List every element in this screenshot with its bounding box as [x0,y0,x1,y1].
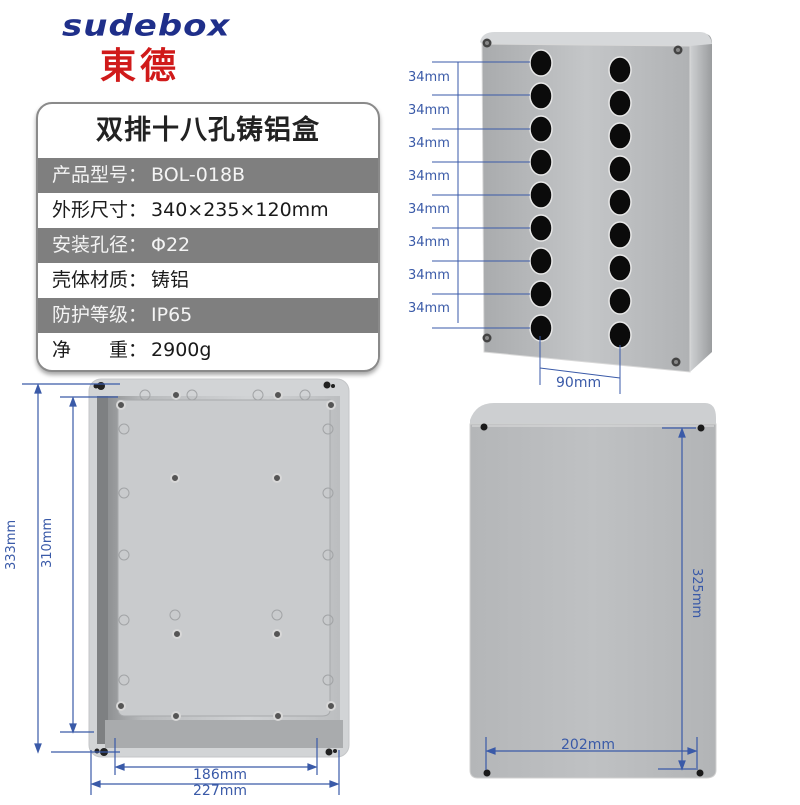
lid-view-svg [469,403,717,779]
dimension-lines [432,61,621,394]
brand-logo-en: sudebox [62,9,231,43]
spec-row-protection: 防护等级：IP65 [38,298,378,333]
hole-spacing-label: 34mm [408,70,450,85]
spec-label: 净 重： [52,339,148,361]
outer-width-label: 227mm [193,783,247,799]
hole-spacing-label: 34mm [408,202,450,217]
spec-value: 340×235×120mm [151,199,329,221]
spec-label: 壳体材质： [52,269,148,291]
mount-boss-icon [116,390,336,721]
lid-view-diagram: 325mm 202mm [460,395,740,800]
spec-row-weight: 净 重：2900g [38,333,378,368]
spec-label: 防护等级： [52,304,148,326]
inner-height-label: 310mm [40,517,55,568]
floor-marks [118,389,334,686]
hole-spacing-label: 34mm [408,235,450,250]
front-view-diagram: 34mm 34mm 34mm 34mm 34mm 34mm 34mm 34mm … [390,25,730,400]
hole-spacing-label: 34mm [408,103,450,118]
spec-row-dimensions: 外形尺寸：340×235×120mm [38,193,378,228]
spec-value: BOL-018B [151,164,246,186]
mount-width-label: 202mm [561,737,615,753]
inner-width-label: 186mm [193,767,247,783]
brand-logo-cn: 東德 [99,45,180,87]
spec-label: 外形尺寸： [52,199,148,221]
front-view-svg [432,32,712,394]
hole-column-right [608,56,632,349]
spec-label: 产品型号： [52,164,148,186]
dimension-lines [22,383,340,795]
hole-spacing-label: 34mm [408,301,450,316]
screw-hole-icon [480,423,705,777]
spec-value: Φ22 [151,234,191,256]
hole-spacing-label: 34mm [408,136,450,151]
spec-value: IP65 [151,304,193,326]
spec-row-hole-diameter: 安装孔径：Φ22 [38,228,378,263]
screw-icon [482,38,683,367]
spec-row-material: 壳体材质：铸铝 [38,263,378,298]
hole-spacing-label: 34mm [408,268,450,283]
spec-label: 安装孔径： [52,234,148,256]
hole-column-left [529,49,553,342]
product-title: 双排十八孔铸铝盒 [96,115,320,146]
spec-value: 铸铝 [151,269,190,291]
dimension-lines [485,427,698,771]
mount-height-label: 325mm [689,568,704,619]
spec-row-model: 产品型号：BOL-018B [38,158,378,193]
hole-spacing-label: 34mm [408,169,450,184]
open-view-diagram: 333mm 310mm 186mm 227mm [0,370,380,800]
outer-height-label: 333mm [4,519,19,570]
spec-value: 2900g [151,339,212,361]
spec-card: 双排十八孔铸铝盒 产品型号：BOL-018B 外形尺寸：340×235×120m… [36,102,380,372]
column-spacing-label: 90mm [556,375,602,391]
open-view-svg [22,378,350,795]
